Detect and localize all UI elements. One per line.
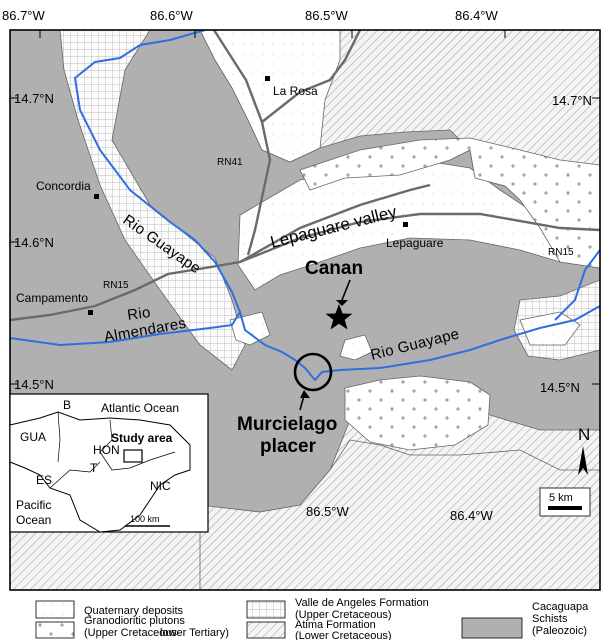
- site-label-canan: Canan: [305, 258, 363, 279]
- canan-arrow-head: [336, 300, 348, 306]
- road-label-rn15-west: RN15: [103, 280, 129, 291]
- town-lepaguare: Lepaguare: [386, 236, 444, 250]
- town-la-rosa: La Rosa: [273, 84, 318, 98]
- river-label-rio: Rio: [126, 304, 152, 324]
- legend-swatch-cacaguapa: [461, 617, 523, 639]
- map-area: [10, 30, 600, 590]
- road-la-rosa: [261, 30, 362, 123]
- legend-swatch-valle: [246, 600, 286, 619]
- legend-valle-1: Valle de Angeles Formation: [295, 597, 429, 609]
- legend-granodioritic-2: (Upper Cretaceous-: [84, 627, 181, 639]
- inset-es: ES: [36, 473, 52, 487]
- pluton-north: [299, 137, 600, 269]
- valle-de-angeles-west: [59, 30, 246, 371]
- legend-swatch-granodioritic: [35, 621, 75, 639]
- lat-label-right-14-5: 14.5°N: [540, 380, 580, 395]
- scale-bar: [548, 506, 582, 510]
- road-rn41: [212, 30, 272, 256]
- river-guayape: [73, 30, 600, 382]
- inset-hon: HON: [93, 443, 120, 457]
- lat-label-14-7: 14.7°N: [14, 91, 54, 106]
- inset-t: T: [90, 461, 98, 475]
- legend-atima-1: Atima Formation: [295, 619, 376, 631]
- site-label-placer: placer: [260, 436, 317, 457]
- town-marker-lepaguare: [403, 222, 408, 227]
- murcielago-circle: [293, 352, 333, 392]
- lon-label-86-7: 86.7°W: [2, 8, 46, 23]
- legend-cacaguapa-1: Cacaguapa: [532, 601, 589, 613]
- inset-pacific-1: Pacific: [16, 498, 51, 512]
- inset-pacific-2: Ocean: [16, 513, 51, 527]
- inset-land: [9, 411, 191, 533]
- murcielago-arrow-head: [300, 390, 310, 398]
- legend-valle-2: (Upper Cretaceous): [295, 609, 392, 621]
- legend-atima-2: (Lower Cretaceous): [295, 630, 392, 640]
- north-label: N: [578, 425, 590, 444]
- legend-granodioritic-1: Granodioritic plutons: [84, 615, 185, 627]
- star-icon: [325, 304, 353, 330]
- scale-box: [539, 487, 591, 517]
- scale-label: 5 km: [549, 492, 573, 504]
- canan-arrow-line: [341, 279, 351, 301]
- inset-nic: NIC: [150, 479, 171, 493]
- inset-b: B: [63, 398, 71, 412]
- pluton-south: [344, 375, 491, 451]
- inset-study-area: Study area: [111, 431, 173, 445]
- town-marker-campamento: [88, 310, 93, 315]
- town-campamento: Campamento: [16, 291, 88, 305]
- quaternary-small: [229, 311, 581, 361]
- lon-label-86-5: 86.5°W: [305, 8, 349, 23]
- site-label-murcielago: Murcielago: [237, 414, 337, 435]
- river-east-tributary: [554, 249, 600, 321]
- inset-gua: GUA: [20, 430, 46, 444]
- road-lepaguare: [239, 183, 431, 264]
- river-almendares: [10, 311, 241, 347]
- inset-scale-label: 100 km: [130, 514, 160, 524]
- lon-label-bottom-86-4: 86.4°W: [450, 508, 494, 523]
- inset-study-area-box: [123, 449, 143, 463]
- inset-map: Atlantic Ocean B GUA HON T ES NIC Study …: [9, 393, 209, 533]
- inset-atlantic: Atlantic Ocean: [101, 401, 179, 415]
- lon-label-86-4: 86.4°W: [455, 8, 499, 23]
- legend-quaternary: Quaternary deposits: [84, 605, 184, 617]
- lat-label-14-6: 14.6°N: [14, 235, 54, 250]
- legend-cacaguapa-2: Schists: [532, 613, 568, 625]
- legend-swatch-atima: [246, 621, 286, 639]
- legend: Quaternary deposits Granodioritic pluton…: [10, 593, 600, 640]
- rivers: [10, 30, 600, 382]
- graticule-ticks: [10, 30, 600, 385]
- legend-granodioritic-3: lower Tertiary): [160, 627, 229, 639]
- town-marker-concordia: [94, 194, 99, 199]
- lat-label-14-5: 14.5°N: [14, 377, 54, 392]
- town-marker-la-rosa: [265, 76, 270, 81]
- road-label-rn41: RN41: [217, 157, 243, 168]
- lon-label-bottom-86-5: 86.5°W: [306, 504, 350, 519]
- legend-swatch-quaternary: [35, 600, 75, 619]
- atima-south: [199, 439, 600, 590]
- lon-label-86-6: 86.6°W: [150, 8, 194, 23]
- lat-label-right-14-7: 14.7°N: [552, 93, 592, 108]
- town-concordia: Concordia: [36, 179, 91, 193]
- north-arrow-icon: [578, 446, 588, 475]
- roads: [10, 30, 600, 322]
- map-frame: [9, 29, 601, 591]
- road-label-rn15-east: RN15: [548, 247, 574, 258]
- legend-cacaguapa-3: (Paleozoic): [532, 625, 587, 637]
